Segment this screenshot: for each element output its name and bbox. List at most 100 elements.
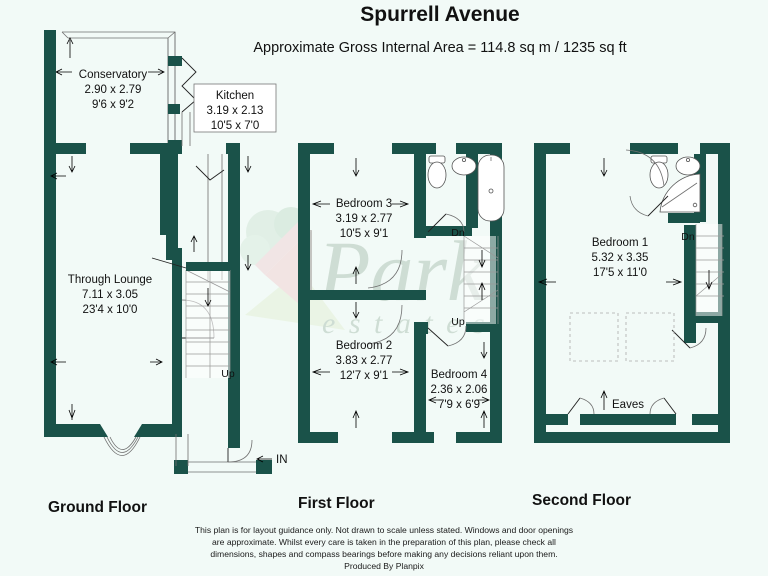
first-stair-dn-label: Dn	[451, 227, 465, 239]
disclaimer-line-3: dimensions, shapes and compass bearings …	[210, 549, 557, 559]
ground-wall-step	[166, 248, 176, 260]
first-wall-top-c	[456, 143, 502, 154]
first-bed4-door-leaf	[427, 327, 449, 347]
bedroom4-name: Bedroom 4	[431, 369, 488, 381]
ground-wall-hall-right	[228, 330, 240, 440]
ground-kitchen-counter	[207, 154, 223, 280]
sink-icon	[451, 156, 477, 176]
floor-title-first: First Floor	[298, 495, 375, 512]
ground-wall-conservatory-join-b	[168, 140, 182, 150]
second-staircase	[695, 224, 724, 316]
second-wall-eaves-c	[692, 414, 730, 425]
first-wall-landing-edge	[414, 290, 426, 300]
second-dimension-arrows	[537, 158, 683, 410]
second-bath-door-leaf	[647, 195, 669, 217]
second-wall-bath-bottom	[668, 213, 700, 223]
eaves-cupboard-left	[569, 312, 619, 362]
disclaimer-line-1: This plan is for layout guidance only. N…	[195, 525, 573, 535]
bedroom2-metric: 3.83 x 2.77	[336, 355, 393, 367]
second-wall-eaves-b	[580, 414, 676, 425]
first-wall-bed3-bed2-divider	[310, 290, 418, 300]
second-wall-stair-left	[684, 225, 696, 317]
first-wall-bed4-left	[414, 330, 426, 432]
shower-drain-icon	[692, 202, 698, 208]
first-bath-door-leaf	[427, 213, 447, 233]
disclaimer-line-2: are approximate. Whilst every care is ta…	[212, 537, 556, 547]
first-wall-bed4-top	[466, 322, 492, 332]
second-wall-bottom	[534, 432, 730, 443]
ground-stair-head-wall	[186, 262, 230, 271]
corner-shower-icon	[659, 173, 701, 213]
room-label-bedroom-2: Bedroom 2 3.83 x 2.77 12'7 x 9'1	[336, 340, 393, 382]
first-wall-bath-left	[414, 154, 426, 226]
watermark-brand-sub: e s t a t e s	[322, 307, 488, 340]
ground-dimension-arrows	[50, 156, 252, 420]
entrance-label: IN	[276, 454, 288, 466]
conservatory-door-zigzag	[181, 57, 197, 113]
bedroom3-name: Bedroom 3	[336, 198, 392, 210]
room-label-bedroom-1: Bedroom 1 5.32 x 3.35 17'5 x 11'0	[592, 237, 649, 279]
first-wall-bottom-b	[392, 432, 434, 443]
front-door-swing	[227, 439, 253, 463]
ground-wall-conservatory-join-m	[168, 104, 180, 114]
disclaimer-line-4: Produced By Planpix	[344, 561, 424, 571]
disclaimer-block: This plan is for layout guidance only. N…	[195, 525, 573, 571]
second-floor-plan: Dn Bedroom 1 5.32 x 3.35 17'5 x 11'0 Eav…	[534, 143, 730, 443]
first-wall-bottom-a	[298, 432, 338, 443]
eaves-label: Eaves	[612, 399, 644, 411]
second-lower-door-swing	[689, 327, 707, 349]
second-toilet-bowl-icon	[649, 161, 669, 189]
eaves-hatch-right-swing	[649, 397, 665, 415]
ground-wall-hall-left-c	[172, 325, 182, 435]
ground-staircase	[185, 269, 231, 378]
bedroom4-imperial: 7'9 x 6'9	[438, 399, 480, 411]
ground-wall-hall-left	[166, 143, 178, 253]
ground-stair-door-leaf	[151, 257, 187, 269]
bay-window-arcs	[103, 436, 141, 456]
bedroom3-metric: 3.19 x 2.77	[336, 213, 393, 225]
ground-porch-jamb	[228, 434, 240, 448]
bathtub-icon	[477, 154, 505, 222]
first-bathroom-fixtures	[427, 154, 505, 222]
bedroom1-name: Bedroom 1	[592, 237, 648, 249]
bedroom1-metric: 5.32 x 3.35	[592, 252, 649, 264]
room-label-bedroom-4: Bedroom 4 2.36 x 2.06 7'9 x 6'9	[431, 369, 488, 411]
first-wall-top-b	[392, 143, 436, 154]
second-bathroom-fixtures	[649, 155, 701, 213]
second-wall-top-b	[630, 143, 678, 154]
kitchen-label-box	[193, 83, 277, 133]
bathtub-drain-icon	[488, 188, 494, 194]
eaves-hatch-right-leaf	[663, 397, 677, 415]
first-bed4-door-swing	[447, 325, 467, 347]
second-wall-top-c	[700, 143, 730, 154]
page-title: Spurrell Avenue	[360, 3, 520, 26]
ground-wall-conservatory-join-t	[168, 56, 182, 66]
room-label-bedroom-3: Bedroom 3 3.19 x 2.77 10'5 x 9'1	[336, 198, 393, 240]
second-wall-eaves-a	[534, 414, 568, 425]
second-wall-right	[718, 143, 730, 443]
ground-floor-plan: IN Up Conservatory 2.90	[44, 30, 288, 474]
ground-wall-kitchen-right	[228, 143, 240, 333]
floor-title-second: Second Floor	[532, 492, 631, 509]
second-wall-left	[534, 143, 546, 443]
first-bed2-door-swing	[367, 304, 403, 345]
conservatory-passage	[181, 112, 191, 146]
second-sink-icon	[675, 156, 701, 176]
second-wall-stair-stub	[684, 323, 696, 343]
kitchen-door-zigzag	[195, 165, 225, 181]
ground-porch-post-left	[174, 460, 188, 474]
room-label-kitchen: Kitchen 3.19 x 2.13 10'5 x 7'0	[207, 90, 264, 132]
ground-porch-post-right	[256, 460, 272, 474]
gross-area-line: Approximate Gross Internal Area = 114.8 …	[253, 40, 626, 56]
bedroom4-metric: 2.36 x 2.06	[431, 384, 488, 396]
bedroom2-imperial: 12'7 x 9'1	[340, 370, 389, 382]
eaves-hatch-left-swing	[579, 397, 595, 415]
lounge-name: Through Lounge	[68, 274, 152, 286]
toilet-bowl-icon	[427, 161, 447, 189]
ground-wall-bottom-left	[44, 424, 84, 437]
first-bath-door-swing	[445, 213, 465, 233]
ground-wall-left-upper	[44, 30, 56, 145]
second-stair-dn-label: Dn	[681, 231, 695, 243]
